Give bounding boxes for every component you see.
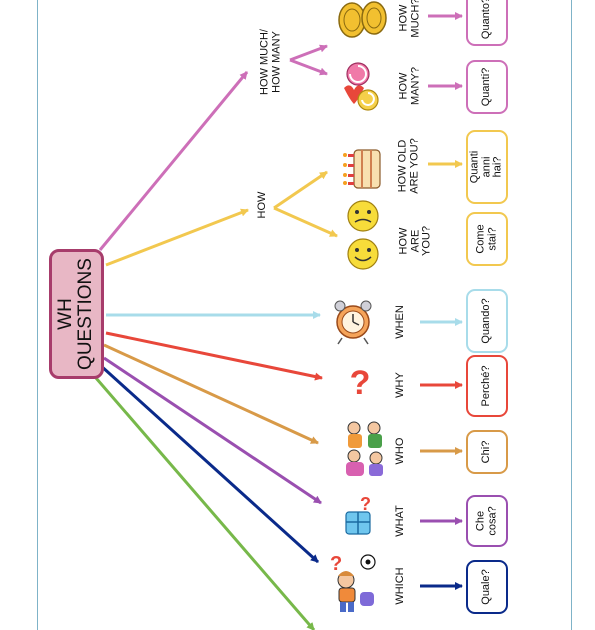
arrow-root-to-extra	[94, 377, 316, 630]
answer-box-why	[466, 355, 508, 417]
arrow-root-to-what	[103, 356, 322, 505]
gift-box-icon: ?	[345, 494, 371, 535]
answer-which: Quale?	[480, 569, 493, 605]
svg-text:?: ?	[330, 553, 342, 575]
frame-left-line	[37, 0, 38, 630]
word-how-are-you: HOW ARE YOU?	[397, 226, 433, 256]
arrow-root-to-why	[105, 331, 323, 381]
svg-text:?: ?	[350, 364, 371, 402]
answer-box-which	[466, 560, 508, 614]
coins-icon	[338, 1, 387, 38]
svg-text:?: ?	[360, 494, 371, 514]
alarm-clock-icon	[334, 300, 372, 345]
answer-box-who	[466, 430, 508, 474]
answer-how-are-you: Come stai?	[474, 224, 498, 254]
arrow-hm-to-how-much	[289, 44, 328, 62]
answer-box-how-many	[466, 60, 508, 114]
lollipops-icon	[344, 62, 379, 111]
answer-how-much: Quanto?	[480, 0, 493, 40]
group-label-how-much-many: HOW MUCH/ HOW MANY	[258, 29, 282, 95]
word-when: WHEN	[394, 305, 407, 339]
answer-box-how-old	[466, 130, 508, 204]
word-how-old: HOW OLD ARE YOU?	[396, 138, 420, 194]
answer-box-how-are-you	[466, 212, 508, 266]
birthday-cake-icon	[343, 149, 381, 189]
answer-box-what	[466, 495, 508, 547]
arrow-root-to-which	[98, 363, 320, 564]
word-how-much: HOW MUCH?	[397, 0, 421, 38]
root-label: WH QUESTIONS	[55, 258, 96, 370]
word-who: WHO	[394, 437, 407, 465]
word-what: WHAT	[394, 505, 407, 537]
arrow-root-to-how	[105, 208, 249, 267]
word-how-many: HOW MANY?	[397, 67, 421, 105]
people-icon	[346, 421, 383, 476]
smiley-faces-icon	[347, 200, 379, 270]
arrow-how-to-how-are-you	[273, 206, 338, 238]
answer-how-old: Quanti anni hai?	[468, 150, 504, 184]
answer-how-many: Quanti?	[480, 67, 493, 107]
answer-when: Quando?	[480, 298, 493, 344]
word-which: WHICH	[394, 567, 407, 605]
arrow-root-to-how-much-many	[98, 71, 249, 251]
arrow-how-to-how-old	[273, 170, 328, 210]
word-why: WHY	[394, 372, 407, 398]
group-label-how: HOW	[256, 191, 269, 219]
frame-right-line	[571, 0, 572, 630]
answer-box-how-much	[466, 0, 508, 46]
answer-what: Che cosa?	[474, 506, 498, 536]
arrow-root-to-who	[103, 343, 319, 445]
root-node	[49, 249, 104, 379]
answer-why: Perché?	[480, 365, 493, 407]
answer-box-when	[466, 289, 508, 353]
boy-with-ball-icon: ?	[330, 553, 376, 612]
question-mark-icon: ?	[350, 364, 371, 402]
answer-who: Chi?	[480, 440, 493, 464]
arrow-hm-to-how-many	[289, 58, 328, 76]
